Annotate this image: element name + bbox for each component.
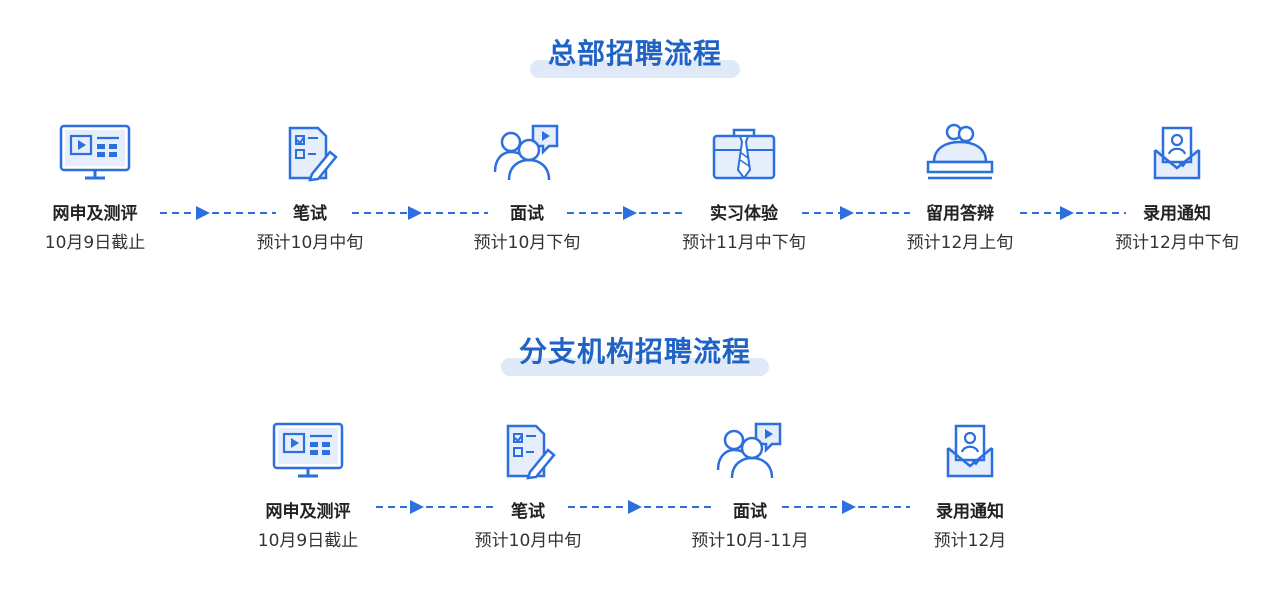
- step-name: 网申及测评: [52, 204, 138, 224]
- arrow-connector: [568, 500, 714, 514]
- step-name: 面试: [510, 204, 544, 224]
- step-date: 10月9日截止: [257, 531, 359, 551]
- step-name: 留用答辩: [926, 204, 994, 224]
- step-retention-defense: 留用答辩 预计12月上旬: [870, 122, 1050, 256]
- step-online-application: 网申及测评 10月9日截止: [5, 122, 185, 256]
- arrow-connector: [567, 206, 685, 220]
- step-name: 笔试: [293, 204, 327, 224]
- section-title-text: 总部招聘流程: [547, 37, 722, 70]
- monitor-video-icon: [59, 124, 131, 180]
- arrow-connector: [352, 206, 488, 220]
- section-title-text: 分支机构招聘流程: [518, 335, 751, 368]
- step-date: 预计10月中旬: [474, 531, 582, 551]
- document-pen-icon: [288, 126, 338, 182]
- people-chat-icon: [716, 422, 782, 479]
- step-offer-notice: 录用通知 预计12月中下旬: [1087, 122, 1267, 256]
- arrow-connector: [1020, 206, 1126, 220]
- section-title-headquarters: 总部招聘流程: [0, 32, 1270, 78]
- arrow-connector: [802, 206, 910, 220]
- step-name: 网申及测评: [265, 502, 351, 522]
- step-date: 10月9日截止: [44, 233, 146, 253]
- meeting-table-icon: [926, 123, 994, 180]
- monitor-video-icon: [272, 422, 344, 478]
- step-date: 预计12月上旬: [906, 233, 1014, 253]
- step-interview: 面试 预计10月下旬: [437, 122, 617, 256]
- step-interview: 面试 预计10月-11月: [660, 420, 840, 554]
- step-name: 录用通知: [1143, 204, 1211, 224]
- step-name: 笔试: [511, 502, 545, 522]
- envelope-letter-icon: [946, 424, 994, 478]
- step-internship: 实习体验 预计11月中下旬: [654, 122, 834, 256]
- briefcase-tie-icon: [712, 128, 776, 180]
- step-offer-notice: 录用通知 预计12月: [880, 420, 1060, 554]
- step-written-test: 笔试 预计10月中旬: [438, 420, 618, 554]
- envelope-letter-icon: [1153, 126, 1201, 180]
- arrow-connector: [376, 500, 498, 514]
- step-date: 预计12月中下旬: [1115, 233, 1239, 253]
- document-pen-icon: [506, 424, 556, 480]
- step-date: 预计11月中下旬: [682, 233, 806, 253]
- step-date: 预计10月-11月: [691, 531, 809, 551]
- step-name: 实习体验: [710, 204, 778, 224]
- step-date: 预计10月中旬: [256, 233, 364, 253]
- step-written-test: 笔试 预计10月中旬: [220, 122, 400, 256]
- step-date: 预计10月下旬: [473, 233, 581, 253]
- arrow-connector: [160, 206, 276, 220]
- step-date: 预计12月: [933, 531, 1007, 551]
- title-highlight: [500, 358, 769, 376]
- step-online-application: 网申及测评 10月9日截止: [218, 420, 398, 554]
- step-name: 录用通知: [936, 502, 1004, 522]
- step-name: 面试: [733, 502, 767, 522]
- people-chat-icon: [493, 124, 559, 181]
- section-title-branch: 分支机构招聘流程: [0, 330, 1270, 376]
- title-highlight: [529, 60, 740, 78]
- arrow-connector: [782, 500, 910, 514]
